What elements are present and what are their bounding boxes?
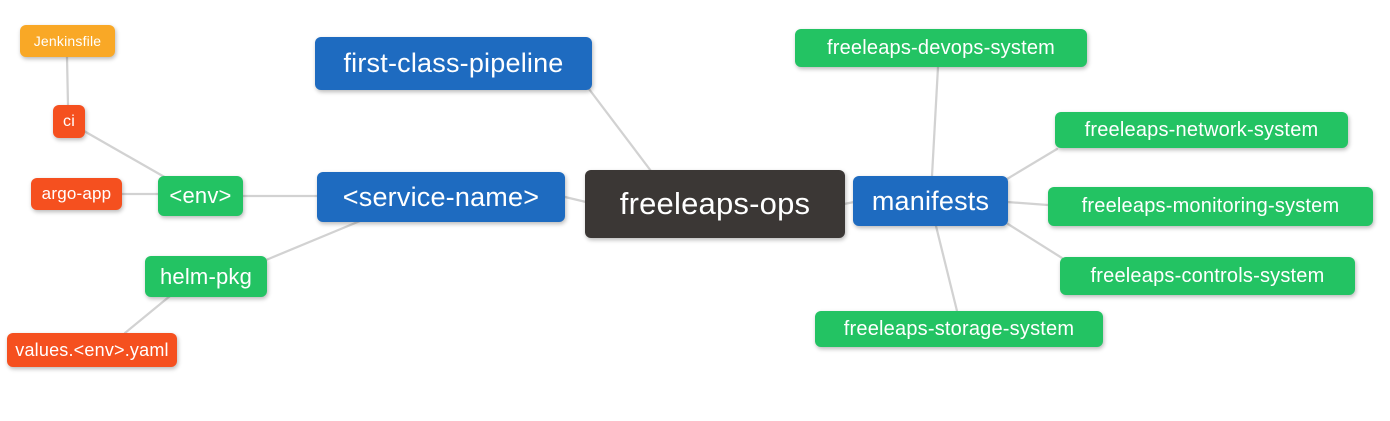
- node-devops-system[interactable]: freeleaps-devops-system: [795, 29, 1087, 67]
- node-label: freeleaps-network-system: [1084, 118, 1319, 141]
- node-storage-system[interactable]: freeleaps-storage-system: [815, 311, 1103, 347]
- node-label: Jenkinsfile: [33, 33, 102, 49]
- node-network-system[interactable]: freeleaps-network-system: [1055, 112, 1348, 148]
- node-service-name[interactable]: <service-name>: [317, 172, 565, 222]
- edge-helm-pkg-service-name: [264, 219, 362, 262]
- node-label: helm-pkg: [159, 263, 253, 289]
- node-controls-system[interactable]: freeleaps-controls-system: [1060, 257, 1355, 295]
- node-manifests[interactable]: manifests: [853, 176, 1008, 226]
- node-jenkinsfile[interactable]: Jenkinsfile: [20, 25, 115, 57]
- node-label: freeleaps-storage-system: [843, 317, 1075, 340]
- edge-manifests-devops-system: [930, 65, 940, 178]
- edge-service-name-freeleaps-ops: [563, 195, 588, 204]
- node-values-env-yaml[interactable]: values.<env>.yaml: [7, 333, 177, 367]
- node-argo-app[interactable]: argo-app: [31, 178, 122, 210]
- node-helm-pkg[interactable]: helm-pkg: [145, 256, 267, 297]
- node-ci[interactable]: ci: [53, 105, 85, 138]
- edge-ci-env: [82, 129, 170, 181]
- edge-freeleaps-ops-manifests: [842, 200, 856, 206]
- node-label: freeleaps-ops: [619, 186, 811, 221]
- node-label: values.<env>.yaml: [15, 339, 169, 360]
- node-label: freeleaps-controls-system: [1090, 264, 1325, 287]
- node-label: freeleaps-monitoring-system: [1081, 195, 1340, 217]
- node-label: <service-name>: [342, 181, 540, 212]
- node-label: ci: [63, 112, 75, 130]
- node-label: <env>: [169, 183, 232, 208]
- node-label: manifests: [871, 185, 990, 216]
- node-first-class-pipeline[interactable]: first-class-pipeline: [315, 37, 592, 90]
- node-env[interactable]: <env>: [158, 176, 243, 216]
- edge-first-class-pipeline-freeleaps-ops: [587, 87, 653, 173]
- node-label: first-class-pipeline: [343, 48, 564, 78]
- edge-manifests-monitoring-system: [1005, 200, 1050, 207]
- edge-jenkinsfile-ci: [65, 55, 70, 107]
- edge-manifests-controls-system: [1006, 222, 1064, 260]
- node-monitoring-system[interactable]: freeleaps-monitoring-system: [1048, 187, 1373, 226]
- node-freeleaps-ops[interactable]: freeleaps-ops: [585, 170, 845, 238]
- node-label: argo-app: [41, 184, 112, 203]
- edge-helm-pkg-values-env-yaml: [123, 294, 172, 335]
- edge-manifests-storage-system: [934, 224, 959, 313]
- node-label: freeleaps-devops-system: [826, 36, 1056, 59]
- edge-manifests-network-system: [1005, 147, 1059, 181]
